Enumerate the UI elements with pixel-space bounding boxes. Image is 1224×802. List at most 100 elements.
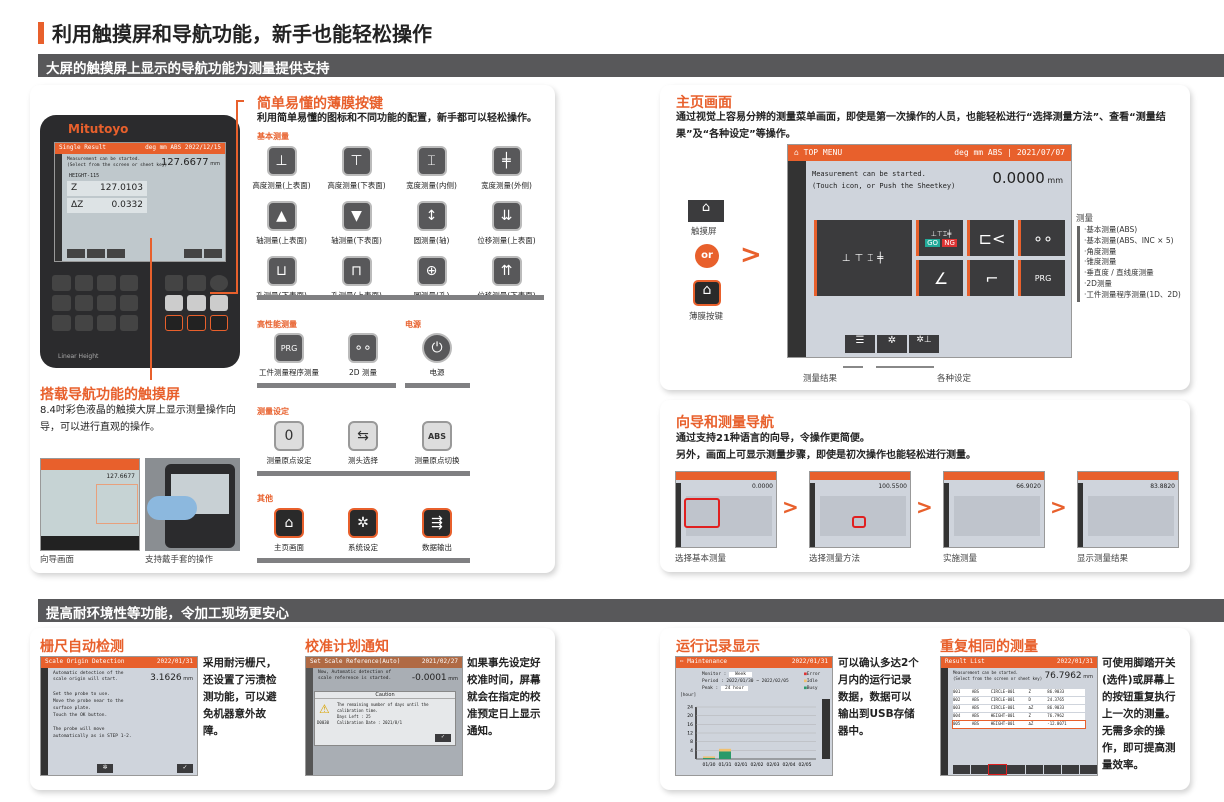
y-tick-label: 20 bbox=[687, 713, 693, 719]
width-inner-icon: ⌶ bbox=[416, 146, 447, 176]
key-basic-4[interactable]: ▲轴测量(上表面) bbox=[244, 201, 319, 246]
callout-line bbox=[876, 366, 934, 368]
section-band-environment: 提高耐环境性等功能，令加工现场更安心 bbox=[38, 599, 1224, 622]
divider bbox=[257, 383, 396, 388]
key-basic-6[interactable]: ↕圆测量(轴) bbox=[394, 201, 469, 246]
tile-angle[interactable]: ∠ bbox=[916, 260, 963, 296]
settings-callout: 各种设定 bbox=[937, 374, 972, 384]
touch-label: 触摸屏 bbox=[691, 227, 717, 237]
callout-line bbox=[210, 292, 238, 294]
ok-button[interactable]: ✓ bbox=[177, 764, 193, 773]
tile-taper[interactable]: ⊏< bbox=[967, 220, 1014, 256]
measure-list-item: ·基本测量(ABS) bbox=[1084, 225, 1138, 234]
keys-text: 利用简单易懂的图标和不同功能的配置，新手都可以轻松操作。 bbox=[257, 113, 537, 124]
abs-inc-icon: ABS bbox=[422, 421, 452, 451]
measure-list-item: ·基本测量(ABS、INC × 5) bbox=[1084, 235, 1174, 245]
power-icon: ⏻ bbox=[422, 333, 452, 363]
result-list-date: 2022/01/31 bbox=[1056, 658, 1093, 665]
guide-step-screen: 66.9020 bbox=[943, 471, 1045, 548]
key-basic-1[interactable]: ⊤高度测量(下表面) bbox=[319, 146, 394, 191]
log-heading: 运行记录显示 bbox=[676, 639, 760, 655]
log-text: 可以确认多达2个月内的运行记录数据，数据可以输出到USB存储器中。 bbox=[838, 657, 919, 737]
photo-caption: 支持戴手套的操作 bbox=[145, 555, 214, 565]
guide-text: 通过支持21种语言的向导，令操作更简便。 bbox=[676, 433, 870, 444]
key-probe-select[interactable]: ⇆测头选择 bbox=[318, 421, 408, 466]
y-axis-unit: [hour] bbox=[680, 693, 697, 698]
probe-icon: ⇆ bbox=[348, 421, 378, 451]
calib-text: 如果事先设定好校准时间，屏幕就会在指定的校准预定日上显示通知。 bbox=[467, 657, 541, 737]
measure-list-item: ·2D测量 bbox=[1084, 278, 1112, 288]
key-basic-5[interactable]: ▼轴测量(下表面) bbox=[319, 201, 394, 246]
tile-perpendicularity[interactable]: ⌐ bbox=[967, 260, 1014, 296]
calibration-screen: Set Scale Reference(Auto)2021/02/27 Now,… bbox=[305, 656, 463, 776]
arrow-icon: > bbox=[916, 495, 933, 519]
group-label: 高性能测量 bbox=[257, 320, 297, 329]
step-caption: 选择测量方法 bbox=[809, 554, 861, 564]
arrow-icon: > bbox=[740, 240, 762, 270]
measure-list: ·基本测量(ABS)·基本测量(ABS、INC × 5)·角度测量·锥度测量·垂… bbox=[1084, 225, 1181, 301]
key-data-output[interactable]: ⇶数据输出 bbox=[392, 508, 482, 553]
key-basic-7[interactable]: ⇊位移测量(上表面) bbox=[469, 201, 544, 246]
guide-step-screen: 100.5500 bbox=[809, 471, 911, 548]
guide-heading: 向导和测量导航 bbox=[676, 415, 774, 431]
key-system-settings[interactable]: ✲系统设定 bbox=[318, 508, 408, 553]
results-button[interactable]: ☰ bbox=[845, 335, 875, 353]
home-text: 通过视觉上容易分辨的测量菜单画面，即使是第一次操作的人员，也能轻松进行“选择测量… bbox=[676, 112, 1166, 140]
tile-2d[interactable]: ∘∘ bbox=[1018, 220, 1065, 256]
key-2d-measurement[interactable]: ∘∘2D 测量 bbox=[318, 333, 408, 378]
key-basic-2[interactable]: ⌶宽度测量(内侧) bbox=[394, 146, 469, 191]
repeat-heading: 重复相同的测量 bbox=[940, 639, 1038, 655]
key-basic-3[interactable]: ╪宽度测量(外侧) bbox=[469, 146, 544, 191]
scrollbar[interactable] bbox=[822, 699, 830, 759]
gear-icon: ✲ bbox=[348, 508, 378, 538]
bar-busy bbox=[719, 751, 731, 759]
repeat-button[interactable] bbox=[988, 764, 1008, 775]
2d-icon: ∘∘ bbox=[348, 333, 378, 363]
guide-step-screen: 0.0000 bbox=[675, 471, 777, 548]
caution-dialog: Caution ⚠ D0030 The remaining number of … bbox=[314, 691, 456, 746]
divider bbox=[257, 471, 470, 476]
group-label: 电源 bbox=[405, 320, 421, 329]
probe-settings-button[interactable]: ✲⊥ bbox=[909, 335, 939, 353]
basic-keys: ⊥高度测量(上表面)⊤高度测量(下表面)⌶宽度测量(内侧)╪宽度测量(外侧) ▲轴… bbox=[244, 146, 544, 301]
gear-icon[interactable]: ✲ bbox=[97, 764, 113, 773]
title-accent-bar bbox=[38, 21, 44, 44]
warning-icon: ⚠ bbox=[319, 702, 330, 716]
key-power[interactable]: ⏻电源 bbox=[392, 333, 482, 378]
key-basic-0[interactable]: ⊥高度测量(上表面) bbox=[244, 146, 319, 191]
tile-basic-abs-inc[interactable]: ⊥⊤⌶╪GO NG bbox=[916, 220, 963, 256]
result-callout: 测量结果 bbox=[803, 374, 838, 384]
y-tick-label: 4 bbox=[690, 748, 693, 754]
arrow-icon: > bbox=[782, 495, 799, 519]
or-badge: or bbox=[695, 244, 719, 268]
group-label: 其他 bbox=[257, 494, 273, 503]
hole-bottom-icon: ⊔ bbox=[266, 256, 297, 286]
section-band-navigation: 大屏的触摸屏上显示的导航功能为测量提供支持 bbox=[38, 54, 1224, 77]
group-label: 基本测量 bbox=[257, 132, 289, 141]
callout-line bbox=[150, 238, 152, 380]
tile-basic-measurement[interactable]: ⊥⊤⌶╪ bbox=[814, 220, 912, 296]
ok-button[interactable]: ✓ bbox=[435, 734, 451, 742]
settings-button[interactable]: ✲ bbox=[877, 335, 907, 353]
photo-caption: 向导画面 bbox=[40, 555, 75, 565]
tile-program[interactable]: PRG bbox=[1018, 260, 1065, 296]
callout-line bbox=[843, 366, 863, 368]
group-label: 测量设定 bbox=[257, 407, 289, 416]
key-home[interactable]: ⌂主页画面 bbox=[244, 508, 334, 553]
height-bottom-icon: ⊤ bbox=[341, 146, 372, 176]
